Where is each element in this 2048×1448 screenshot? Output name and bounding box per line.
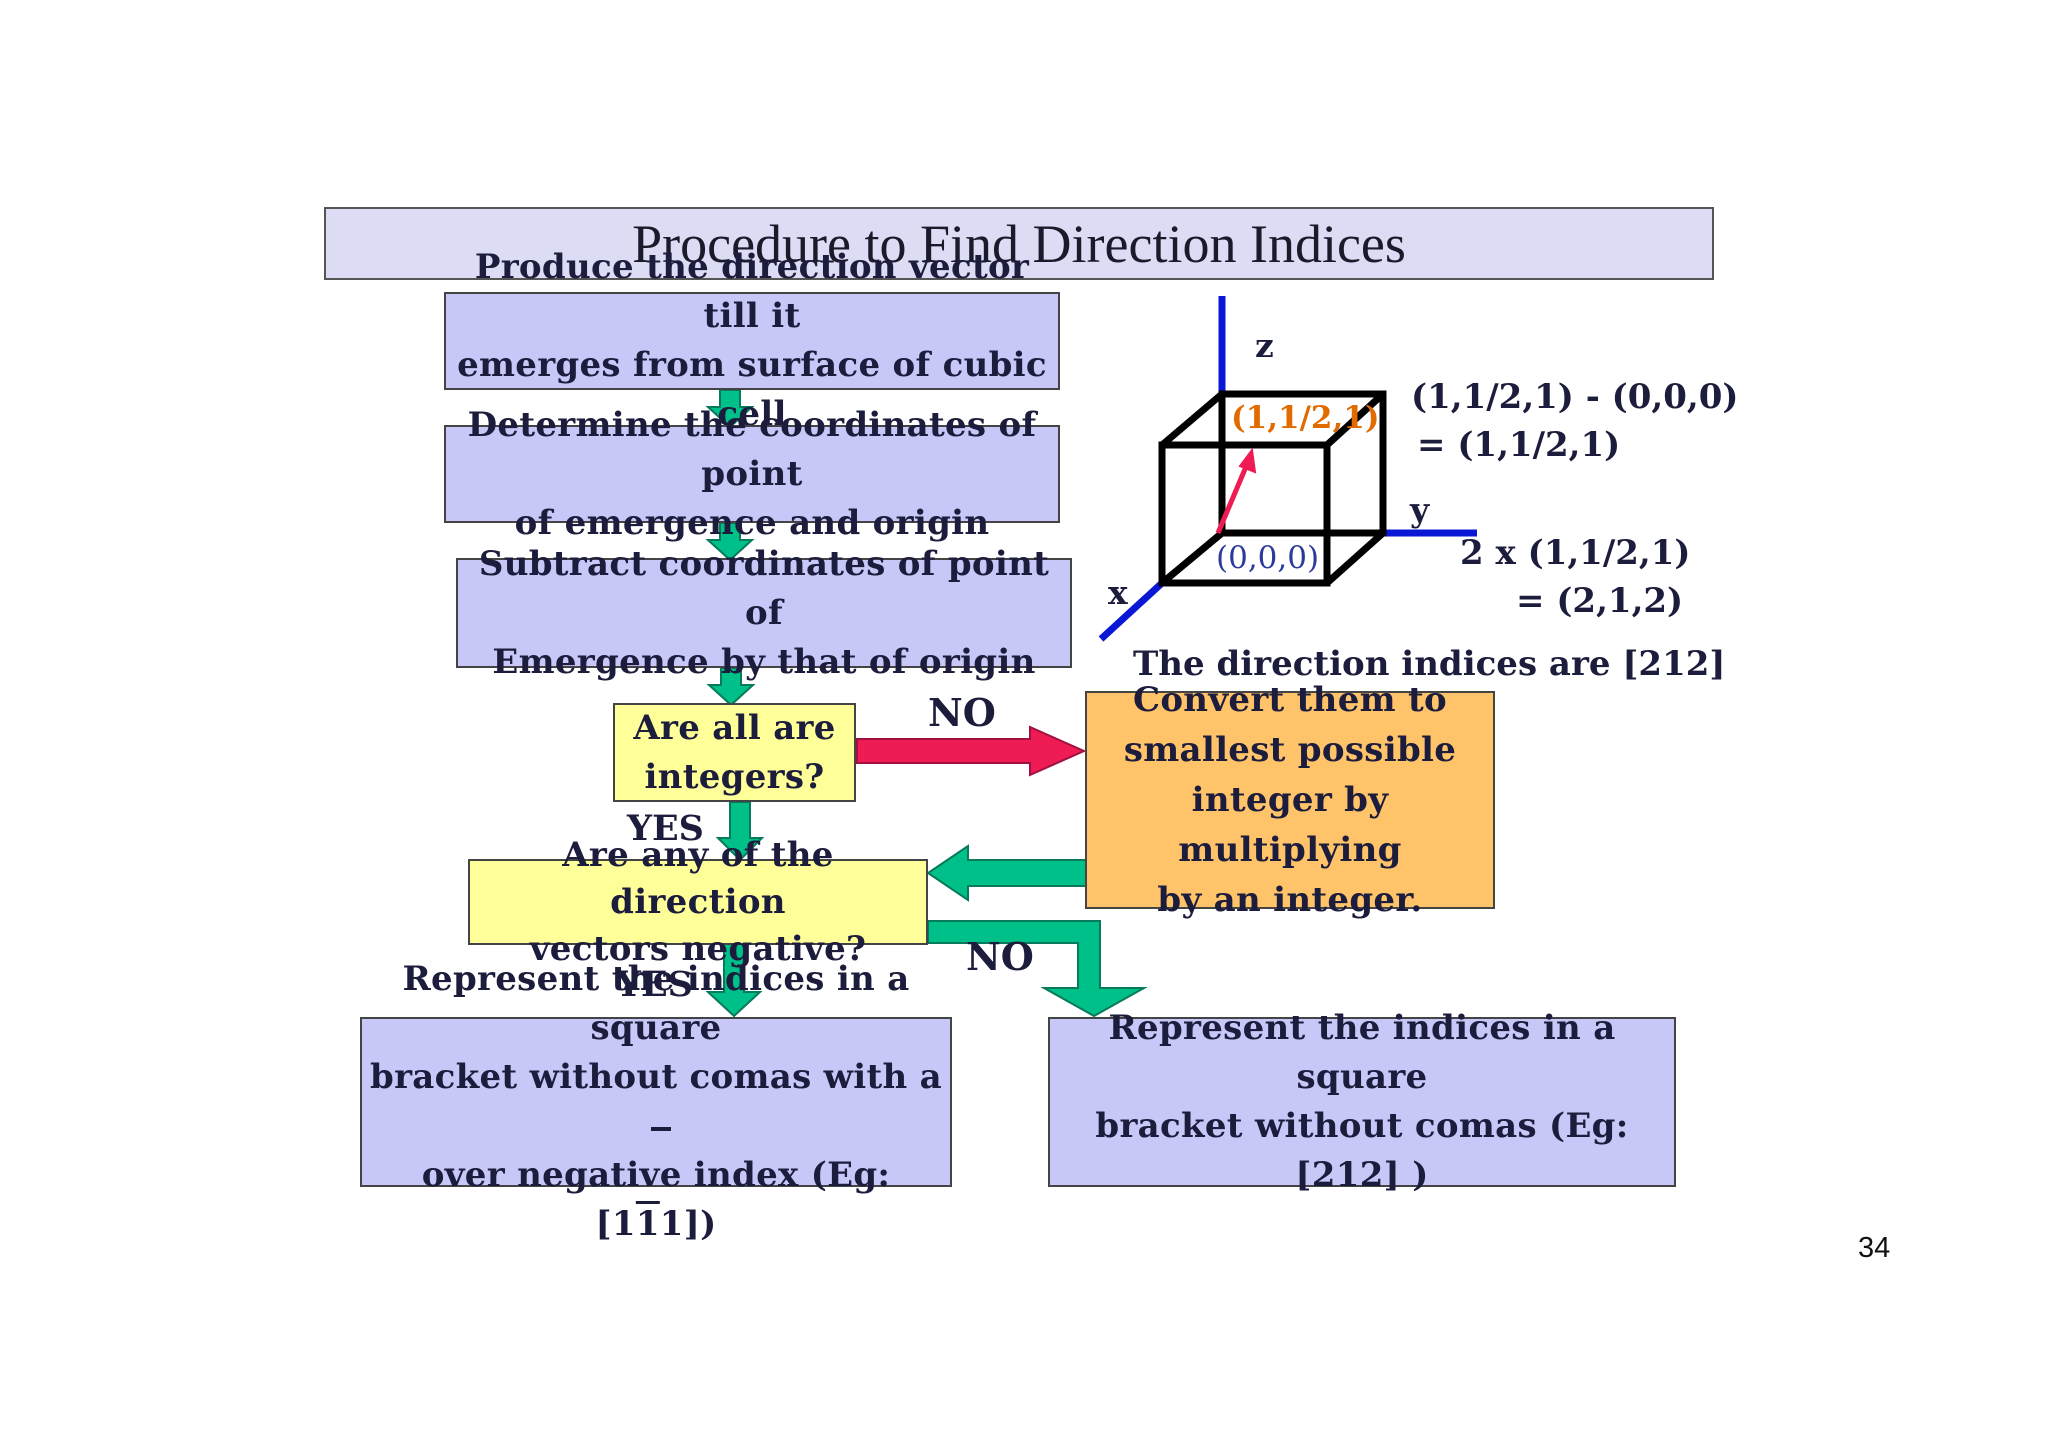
arrow-step3-to-decision1 [706, 667, 756, 707]
arrow-decision1-no [856, 725, 1087, 777]
page-number: 34 [1858, 1232, 1891, 1264]
emergence-point-label: (1,1/2,1) [1231, 400, 1380, 436]
arrow-step2-to-step3 [705, 522, 755, 562]
label-no-1: NO [928, 690, 996, 735]
calc-multiplication: 2 x (1,1/2,1) [1460, 533, 1691, 573]
arrow-decision1-yes [715, 801, 765, 862]
calc-subtraction-result: = (1,1/2,1) [1417, 425, 1621, 465]
calc-subtraction: (1,1/2,1) - (0,0,0) [1411, 377, 1739, 417]
x-axis [1098, 580, 1165, 642]
result-negative-indices: Represent the indices in a square bracke… [360, 959, 952, 1244]
direction-vector [1215, 461, 1251, 534]
label-yes-1: YES [627, 808, 704, 849]
axis-label-x: x [1108, 573, 1128, 612]
arrow-decision2-yes [705, 943, 763, 1018]
decision-any-negative: Are any of the direction vectors negativ… [468, 835, 928, 969]
conclusion-text: The direction indices are [212] [1133, 644, 1726, 684]
axis-label-y: y [1410, 490, 1430, 529]
label-no-2: NO [966, 934, 1034, 979]
arrow-convert-to-decision2 [926, 844, 1087, 902]
arrow-step1-to-step2 [705, 389, 755, 429]
arrow-decision2-no [927, 920, 1148, 1018]
step-subtract-coordinates: Subtract coordinates of point of Emergen… [456, 544, 1072, 682]
decision-all-integers: Are all are integers? [613, 703, 856, 802]
label-yes-2: YES [616, 964, 693, 1005]
axis-label-z: z [1255, 326, 1274, 365]
negative-index-digit: 1 [635, 1204, 660, 1244]
step-convert-smallest-integer: Convert them to smallest possible intege… [1085, 680, 1495, 920]
origin-point-label: (0,0,0) [1216, 540, 1320, 576]
result-positive-indices: Represent the indices in a square bracke… [1048, 1008, 1676, 1195]
page-title: Procedure to Find Direction Indices [324, 207, 1714, 280]
step-determine-coordinates: Determine the coordinates of point of em… [444, 405, 1060, 543]
calc-multiplication-result: = (2,1,2) [1516, 581, 1684, 621]
